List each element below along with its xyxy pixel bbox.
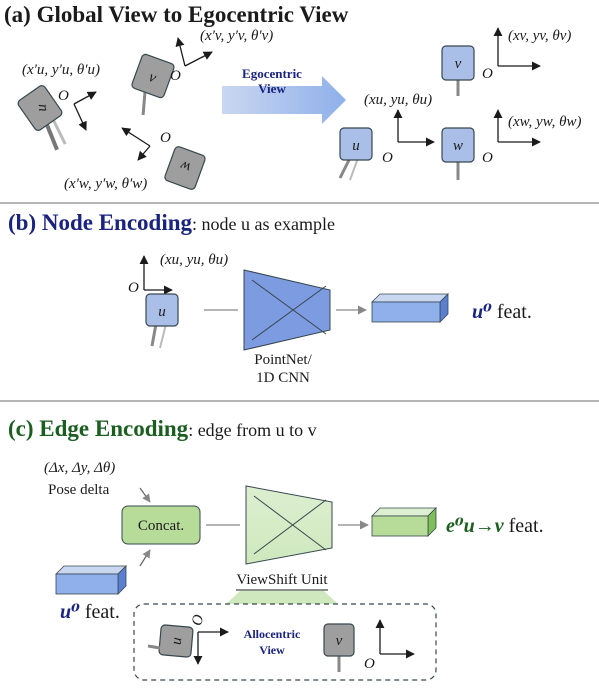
ego-origin-w: O [482,150,493,166]
edge-feat-text: feat. [504,515,544,537]
section-b-title: (b) Node Encoding: node u as example [8,210,335,235]
global-origin-w: O [160,130,171,146]
global-node-w: w [164,146,206,190]
allocentric-u-tail [147,644,161,650]
pose-delta-symbols: (Δx, Δy, Δθ) [44,460,115,476]
global-pose-u: (x′u, y′u, θ′u) [22,62,100,78]
global-axes-u: O [58,88,97,131]
viewshift-funnel [226,591,338,604]
node-feat-text: feat. [492,301,532,323]
section-b-title-rest: : node u as example [192,214,335,234]
ego-node-v: v O (xv, yv, θv) [441,27,571,96]
global-axes-v: O [170,37,213,84]
allocentric-axes-v: O [364,619,415,672]
egocentric-label-line1: Egocentric [242,66,302,81]
section-c: (c) Edge Encoding: edge from u to v (Δx,… [8,416,544,681]
pose-delta-label: Pose delta [48,482,110,498]
allocentric-origin-u: O [189,613,207,627]
section-c-title-rest: : edge from u to v [188,420,316,440]
section-c-title-bold: (c) Edge Encoding [8,416,189,441]
concat-label: Concat. [138,518,184,534]
egocentric-view-arrow: Egocentric View [222,66,346,124]
edge-feat-symbol: e⁰u→v [446,515,505,537]
viewshift-dashed-box [133,603,437,681]
section-b-title-bold: (b) Node Encoding [8,210,193,235]
allocentric-node-u: u [158,624,194,658]
viewshift-label: ViewShift Unit [236,572,328,588]
global-axes-w: O [121,127,171,161]
section-c-title: (c) Edge Encoding: edge from u to v [8,416,317,441]
global-origin-v: O [170,68,181,84]
allocentric-label-line2: View [259,643,285,657]
node-b-label: u [158,304,166,320]
node-b-pose: (xu, yu, θu) [160,252,228,268]
concat-box: Concat. [121,505,201,545]
node-feat-symbol: u⁰ [472,301,492,323]
pointnet-encoder: PointNet/ 1D CNN [243,269,331,386]
edge-encoder [245,485,333,565]
edge-feat-label: e⁰u→v feat. [446,515,544,537]
edge-feat-block [371,507,437,537]
ego-node-u-label: u [352,138,360,154]
ego-node-v-label: v [455,56,462,72]
input-feat-symbol: u⁰ [60,601,80,623]
allocentric-node-u-label: u [169,637,186,646]
node-b-origin: O [128,280,139,296]
ego-pose-v: (xv, yv, θv) [508,28,571,44]
arrow-feat-to-concat [139,549,151,567]
allocentric-origin-v: O [364,656,375,672]
global-node-u-label: u [34,103,51,112]
ego-pose-w: (xw, yw, θw) [508,114,581,130]
global-pose-v: (x′v, y′v, θ′v) [200,28,273,44]
ego-origin-u: O [382,150,393,166]
section-a: (a) Global View to Egocentric View u O (… [4,2,581,192]
allocentric-axes-u: O [189,613,229,665]
input-feat-text: feat. [80,601,120,623]
ego-origin-v: O [482,66,493,82]
section-b: (b) Node Encoding: node u as example O (… [8,210,532,386]
ego-node-w: w O (xw, yw, θw) [441,109,581,180]
node-feat-block [371,293,449,323]
input-feat-block [55,565,127,595]
input-feat-label: u⁰ feat. [60,601,120,623]
node-u-input: O (xu, yu, θu) u [128,252,228,349]
arrow-delta-to-concat [139,487,151,503]
ego-pose-u: (xu, yu, θu) [364,92,432,108]
global-pose-w: (x′w, y′w, θ′w) [64,176,147,192]
egocentric-label-line2: View [258,81,286,96]
encoder-label-line1: PointNet/ [254,352,312,368]
allocentric-node-v-label: v [336,633,343,649]
ego-node-u: u O (xu, yu, θu) [338,92,435,181]
global-node-v: v [131,53,175,116]
encoder-label-line2: 1D CNN [256,370,310,386]
global-origin-u: O [58,88,69,104]
allocentric-label-line1: Allocentric [244,627,301,641]
ego-node-w-label: w [453,138,463,154]
global-node-u: u [17,85,67,151]
node-feat-label: u⁰ feat. [472,301,532,323]
allocentric-node-v: v [323,623,355,672]
section-a-title: (a) Global View to Egocentric View [4,2,349,27]
